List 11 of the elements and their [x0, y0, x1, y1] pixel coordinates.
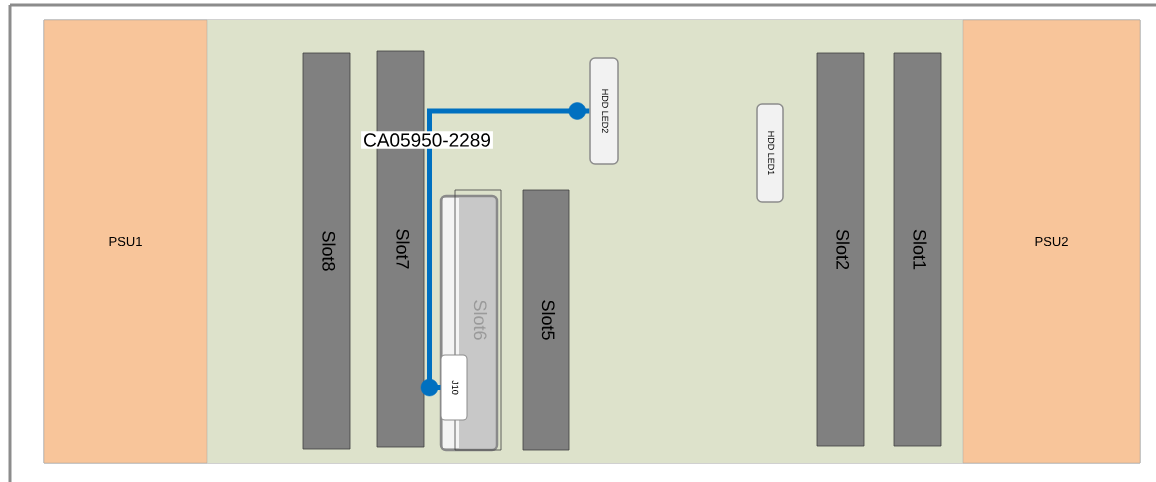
power-supply-box: PSU1 — [43, 19, 208, 464]
cable — [427, 108, 590, 390]
expansion-slot: Slot5 — [522, 189, 570, 451]
led-connector: HDD LED2 — [589, 57, 619, 165]
connector-header: J10 — [440, 354, 468, 421]
expansion-slot: Slot1 — [893, 52, 942, 447]
cable-label: CA05950-2289 — [361, 131, 493, 149]
led-connector: HDD LED1 — [756, 103, 784, 203]
expansion-slot: Slot8 — [302, 52, 351, 450]
expansion-slot: Slot2 — [816, 52, 865, 447]
power-supply-box: PSU2 — [962, 19, 1141, 464]
